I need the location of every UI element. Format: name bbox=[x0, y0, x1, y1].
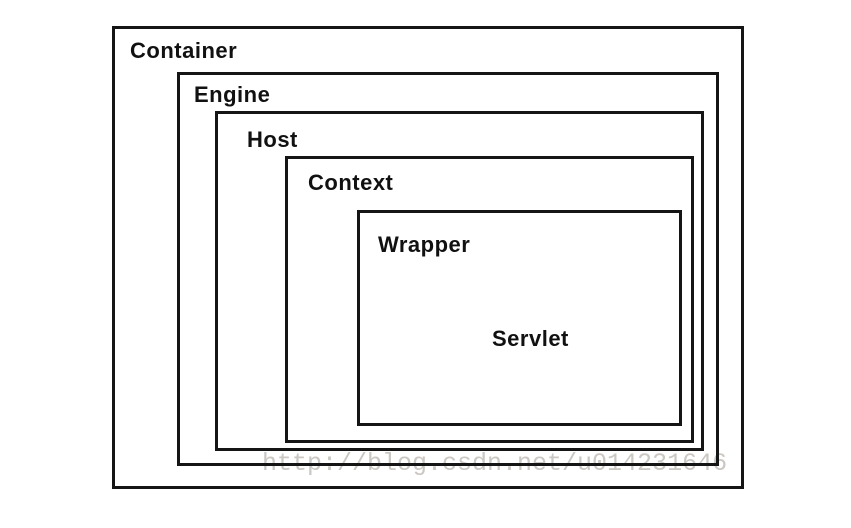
container-label: Container bbox=[130, 38, 238, 63]
servlet-label: Servlet bbox=[492, 326, 569, 351]
engine-box: Engine Host Context Wrapper Servlet bbox=[177, 72, 719, 466]
wrapper-label: Wrapper bbox=[378, 232, 471, 257]
wrapper-box: Wrapper Servlet bbox=[357, 210, 682, 426]
host-box: Host Context Wrapper Servlet bbox=[215, 111, 704, 451]
context-label: Context bbox=[308, 170, 394, 195]
host-label: Host bbox=[247, 127, 298, 152]
engine-label: Engine bbox=[194, 82, 271, 107]
container-box: Container Engine Host Context Wrapper Se… bbox=[112, 26, 744, 489]
context-box: Context Wrapper Servlet bbox=[285, 156, 694, 443]
